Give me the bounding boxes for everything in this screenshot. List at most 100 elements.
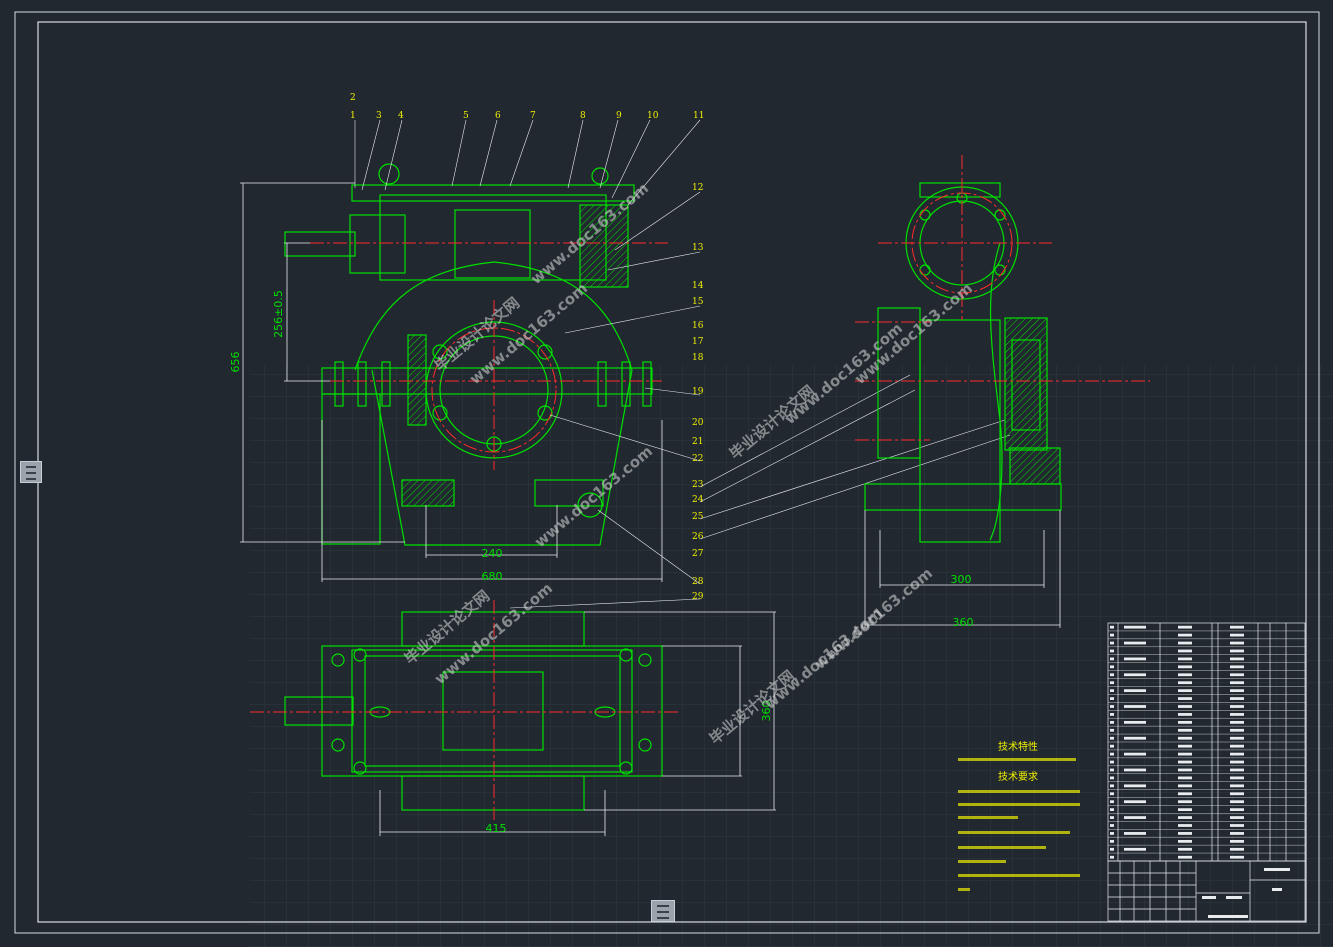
parts-row-mark [1230,720,1244,724]
front-dimensions [240,182,663,582]
part-label: 28 [692,577,704,587]
dim-overall-height: 656 [229,352,242,373]
part-label: 5 [463,111,469,121]
part-label: 20 [692,418,704,428]
parts-row-mark [1110,784,1114,788]
dim-side-base-width: 360 [953,616,974,629]
parts-row-mark [1178,705,1192,708]
parts-row-mark [1124,784,1146,788]
dim-base-bolt-span: 240 [482,547,503,560]
parts-row-mark [1230,673,1244,677]
parts-row-mark [1230,633,1244,637]
part-number-labels-top: 2 1 3 4 5 6 7 8 9 10 11 [350,93,704,121]
watermark-cn: 毕业设计论文网 [431,294,523,375]
top-centerlines [250,600,680,820]
parts-row-mark [1110,824,1114,827]
parts-row-mark [1230,681,1244,685]
parts-row-mark [1230,776,1244,780]
parts-row-mark [1110,760,1114,764]
part-label: 18 [692,353,704,363]
parts-row-mark [1178,673,1192,677]
parts-row-mark [1110,705,1114,708]
part-label: 29 [692,592,704,602]
bottom-layout-button[interactable] [651,900,675,922]
collapse-icon [26,466,36,468]
parts-list-rows [1108,625,1305,859]
parts-row-mark [1124,641,1146,645]
parts-row-mark [1230,760,1244,764]
parts-row-mark [1178,657,1192,661]
parts-row-mark [1178,816,1192,819]
layout-icon [657,905,669,907]
parts-row-mark [1110,681,1114,685]
side-view [864,182,1062,543]
parts-row-mark [1178,808,1192,812]
parts-row-mark [1110,800,1114,804]
parts-row-mark [1178,768,1192,772]
collapse-icon [26,472,36,474]
technical-notes: 技术特性 技术要求 [958,740,1080,891]
parts-row-mark [1178,847,1192,851]
part-number-labels-right: 12 13 14 15 16 17 18 19 20 21 22 23 24 2… [692,183,704,602]
parts-row-mark [1178,728,1192,732]
parts-row-mark [1230,625,1244,629]
parts-row-mark [1178,736,1192,740]
parts-row-mark [1230,665,1244,669]
parts-row-mark [1230,800,1244,804]
part-label: 9 [616,111,622,121]
layout-icon [657,917,669,919]
parts-row-mark [1230,641,1244,645]
dim-top-length: 415 [486,822,507,835]
parts-row-mark [1230,697,1244,700]
parts-row-mark [1178,792,1192,796]
front-centerlines [310,242,668,470]
parts-row-mark [1178,744,1192,748]
dim-side-width: 300 [951,573,972,586]
notes-title-requirements: 技术要求 [998,770,1038,783]
front-view [284,163,653,546]
parts-row-mark [1110,855,1114,859]
part-label: 13 [692,243,704,253]
parts-row-mark [1110,752,1114,756]
top-dimensions [379,611,776,836]
parts-row-mark [1178,855,1192,859]
part-label: 14 [692,281,704,291]
part-label: 10 [647,111,659,121]
parts-row-mark [1178,665,1192,669]
parts-row-mark [1230,744,1244,748]
parts-row-mark [1178,625,1192,629]
part-label: 22 [692,454,703,464]
parts-row-mark [1110,673,1114,677]
parts-row-mark [1178,784,1192,788]
parts-row-mark [1124,816,1146,819]
parts-row-mark [1110,633,1114,637]
parts-row-mark [1230,689,1244,693]
parts-row-mark [1110,776,1114,780]
parts-row-mark [1230,839,1244,843]
parts-row-mark [1230,847,1244,851]
parts-row-mark [1110,847,1114,851]
parts-row-mark [1178,839,1192,843]
parts-row-mark [1230,816,1244,819]
parts-row-mark [1178,689,1192,693]
parts-row-mark [1124,752,1146,756]
part-label: 25 [692,512,704,522]
parts-row-mark [1230,736,1244,740]
parts-row-mark [1178,720,1192,724]
part-label: 1 [350,111,356,121]
parts-row-mark [1178,681,1192,685]
parts-row-mark [1124,689,1146,693]
title-block-marks [1202,868,1290,918]
parts-row-mark [1178,649,1192,653]
parts-row-mark [1230,832,1244,835]
side-dimensions [864,510,1061,628]
parts-row-mark [1230,649,1244,653]
parts-row-mark [1178,760,1192,764]
parts-row-mark [1110,689,1114,693]
title-block [1107,860,1306,922]
part-label: 21 [692,437,703,447]
collapse-icon [26,478,36,480]
side-panel-toggle-button[interactable] [20,461,42,483]
parts-row-mark [1230,824,1244,827]
